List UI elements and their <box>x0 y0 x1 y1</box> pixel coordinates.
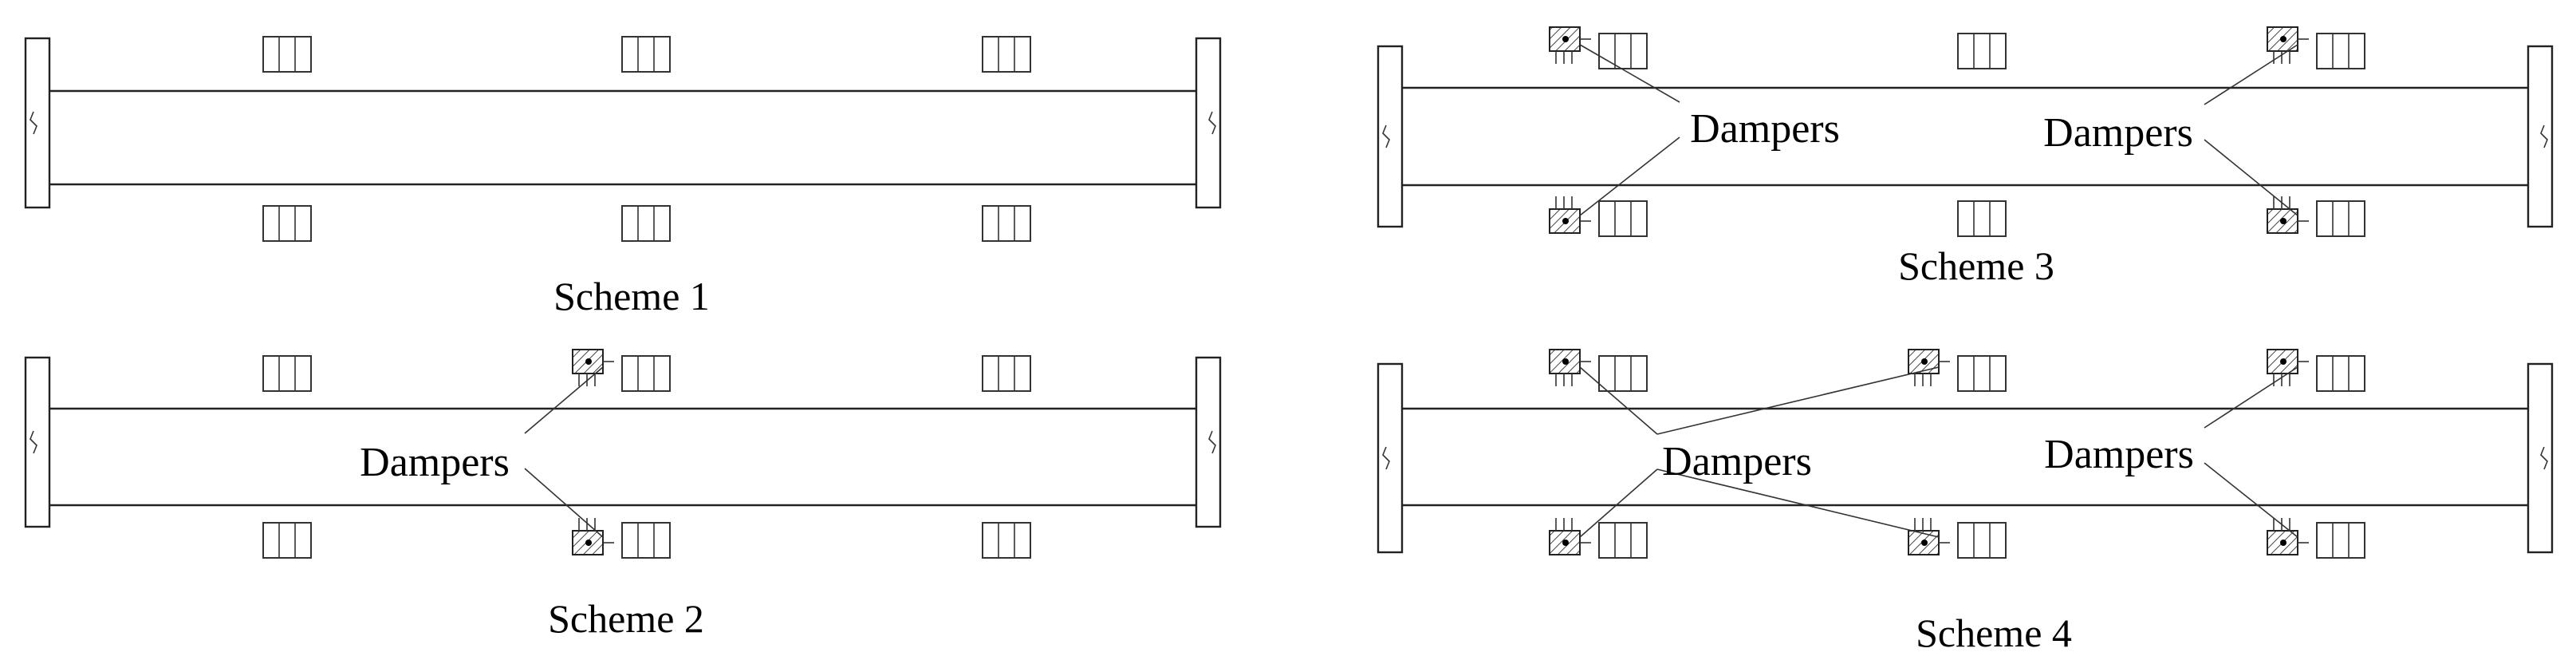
scheme-4-leader-line <box>1656 366 1940 435</box>
scheme-4-right-support-plate <box>2527 362 2554 554</box>
scheme-3-left-support-plate <box>1377 45 1404 228</box>
scheme-4-left-support-plate <box>1377 362 1404 554</box>
scheme-2-leader-line <box>524 366 604 434</box>
scheme-3-right-break-symbol <box>2540 125 2548 148</box>
scheme-3-caption: Scheme 3 <box>1898 243 2054 288</box>
scheme-3-damper-label-left: Dampers <box>1690 106 1840 152</box>
scheme-1-top-2-bearing <box>621 36 671 73</box>
scheme-2-damper-label: Dampers <box>360 440 510 485</box>
scheme-1-left-support-plate <box>24 37 51 209</box>
scheme-4-bottom-1-bearing <box>1598 522 1648 559</box>
scheme-2-bottom-2-damper-pin <box>585 540 592 546</box>
scheme-2-top-2-bearing <box>621 355 671 392</box>
scheme-3-bottom-3-damper-pin <box>2280 218 2286 224</box>
scheme-4-bottom-1-damper-pin <box>1562 540 1569 546</box>
scheme-1-bottom-1-bearing <box>262 205 312 242</box>
scheme-2-right-break-symbol <box>1208 430 1216 454</box>
scheme-2-left-break-symbol <box>30 430 37 454</box>
scheme-4-bottom-2-bearing <box>1957 522 2007 559</box>
scheme-3-top-3-bearing <box>2316 33 2365 69</box>
scheme-3-bottom-1-bearing <box>1598 200 1648 237</box>
scheme-4-damper-label-left: Dampers <box>1662 439 1812 484</box>
scheme-3-bottom-3-bearing <box>2316 200 2365 237</box>
panel-scheme-1 <box>24 36 1222 242</box>
scheme-4-top-1-bearing <box>1598 355 1648 392</box>
scheme-3-bottom-1-damper-pin <box>1562 218 1569 224</box>
scheme-2-leader-line <box>524 468 604 538</box>
scheme-1-right-break-symbol <box>1208 111 1216 135</box>
scheme-2-top-2-damper-pin <box>585 358 592 365</box>
scheme-2-bottom-3-bearing <box>982 522 1031 559</box>
scheme-4-damper-label-right: Dampers <box>2044 432 2194 477</box>
scheme-1-bottom-3-bearing <box>982 205 1031 242</box>
scheme-3-right-support-plate <box>2527 45 2554 228</box>
scheme-3-top-3-damper-pin <box>2280 36 2286 42</box>
scheme-3-leader-line <box>2204 44 2298 105</box>
scheme-3-leader-line <box>1579 44 1680 103</box>
scheme-4-bottom-3-damper-pin <box>2280 540 2286 546</box>
scheme-3-damper-label-right: Dampers <box>2043 110 2193 156</box>
scheme-2-bottom-1-bearing <box>262 522 312 559</box>
scheme-3-leader-line <box>1579 136 1680 216</box>
scheme-3-bottom-2-bearing <box>1957 200 2007 237</box>
scheme-1-caption: Scheme 1 <box>553 274 710 318</box>
scheme-4-leader-line <box>2204 366 2298 429</box>
scheme-4-top-2-bearing <box>1957 355 2007 392</box>
scheme-2-caption: Scheme 2 <box>548 596 704 641</box>
scheme-2-top-3-bearing <box>982 355 1031 392</box>
scheme-4-left-break-symbol <box>1382 446 1390 470</box>
scheme-4-leader-line <box>1579 468 1658 538</box>
scheme-2-right-support-plate <box>1195 356 1222 528</box>
scheme-4-leader-line <box>2204 462 2298 538</box>
scheme-1-right-support-plate <box>1195 37 1222 209</box>
scheme-1-bottom-2-bearing <box>621 205 671 242</box>
scheme-3-top-1-damper-pin <box>1562 36 1569 42</box>
panel-scheme-4 <box>1377 349 2554 559</box>
scheme-4-top-3-damper-pin <box>2280 358 2286 365</box>
scheme-4-right-break-symbol <box>2540 446 2548 470</box>
panel-scheme-2 <box>24 349 1222 559</box>
scheme-4-top-2-damper-pin <box>1921 358 1928 365</box>
scheme-3-leader-line <box>2204 139 2298 216</box>
scheme-4-leader-line <box>1656 468 1940 538</box>
scheme-2-left-support-plate <box>24 356 51 528</box>
scheme-1-top-1-bearing <box>262 36 312 73</box>
scheme-4-bottom-2-damper-pin <box>1921 540 1928 546</box>
scheme-3-left-break-symbol <box>1382 125 1390 148</box>
scheme-4-bottom-3-bearing <box>2316 522 2365 559</box>
scheme-4-leader-line <box>1579 366 1658 435</box>
scheme-4-caption: Scheme 4 <box>1916 611 2072 655</box>
scheme-1-top-3-bearing <box>982 36 1031 73</box>
scheme-3-top-2-bearing <box>1957 33 2007 69</box>
scheme-2-bottom-2-bearing <box>621 522 671 559</box>
scheme-4-top-1-damper-pin <box>1562 358 1569 365</box>
scheme-3-top-1-bearing <box>1598 33 1648 69</box>
scheme-1-left-break-symbol <box>30 111 37 135</box>
scheme-4-top-3-bearing <box>2316 355 2365 392</box>
scheme-2-top-1-bearing <box>262 355 312 392</box>
panel-scheme-3 <box>1377 26 2554 237</box>
